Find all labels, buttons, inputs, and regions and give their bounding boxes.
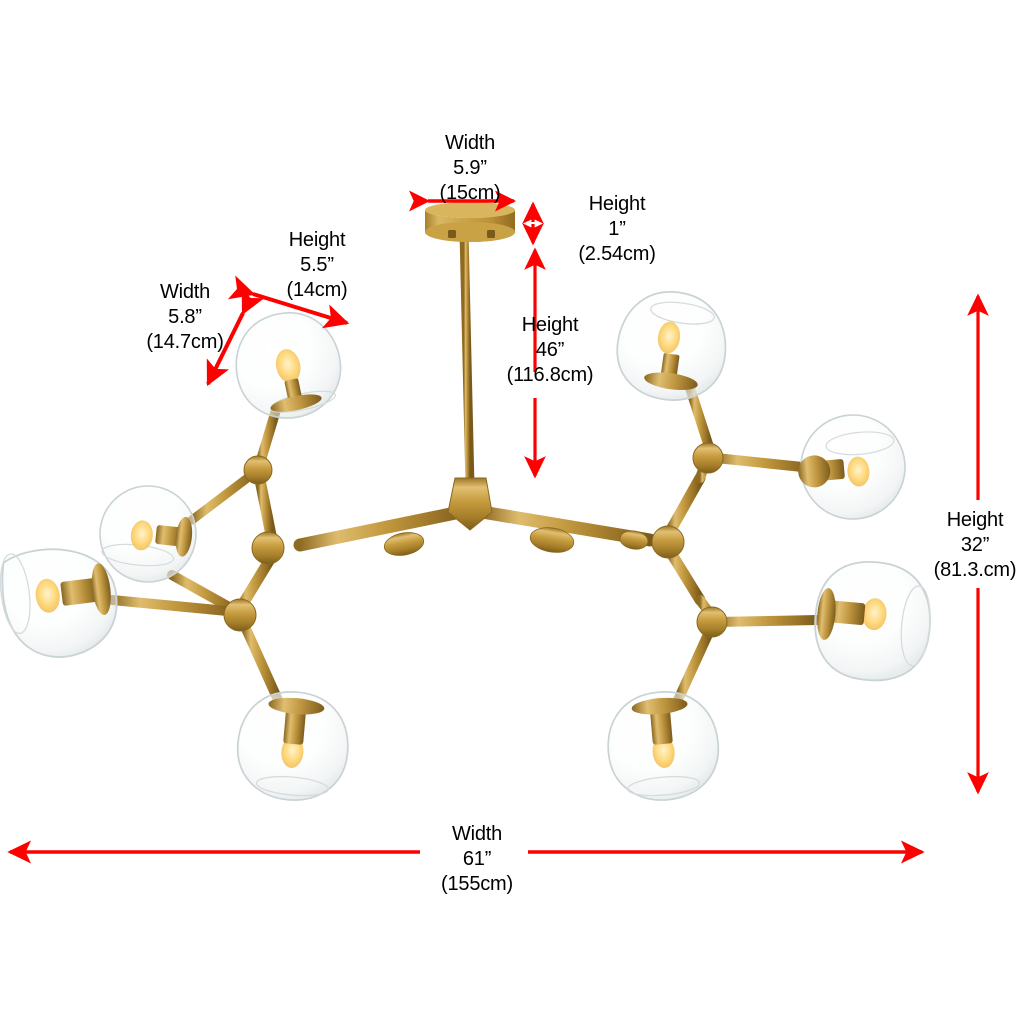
arm-right-to-globe-out [711,453,817,473]
shade-height-metric: (14cm) [286,279,348,301]
canopy-screw-left [448,230,456,238]
overall-width-inches: 61” [462,848,492,870]
glass-rim [650,301,715,325]
overall-height-inches: 32” [960,534,990,556]
hub-node-left [251,531,285,565]
shade-width-inches: 5.8” [168,306,202,328]
shade-height-label: Height 5.5” (14cm) [253,228,381,303]
socket-collar [798,455,831,488]
socket [650,707,673,745]
arm-left-far-globe [107,595,243,617]
canopy-screw-right [487,230,495,238]
globe-mid-right-out [798,414,906,520]
globe-mid-left-in [99,485,197,583]
shade-width-title: Width [159,281,211,303]
arrow-shade-height [227,275,350,329]
connector-right2 [619,530,649,550]
central-y-hub [447,477,493,531]
hub-node-left2 [243,455,273,485]
socket-collar [91,563,111,615]
arm-left-lower-globe [238,617,283,705]
arm-connectors [383,527,649,556]
hub-node-right3 [696,606,728,638]
bulb [35,578,60,613]
shade-width-label: Width 5.8” (14.7cm) [120,280,250,355]
socket [827,600,866,626]
globe-far-left [0,548,118,658]
overall-width-metric: (155cm) [441,873,513,895]
drop-height-title: Height [521,314,579,336]
canopy-height-label: Height 1” (2.54cm) [547,192,687,267]
canopy-width-metric: (15cm) [439,182,501,204]
glass-rim [627,775,701,797]
canopy-height-metric: (2.54cm) [578,243,656,265]
canopy-width-label: Width 5.9” (15cm) [405,131,535,206]
bulb [862,598,887,631]
globe-top-right [616,291,727,401]
socket-collar [268,697,325,715]
hub-junctions [223,442,728,638]
socket-collar [175,516,193,557]
bulb [130,520,153,551]
arm-structure [107,227,823,705]
arm-right-to-globe-lower [673,625,715,705]
globes-group [0,291,931,801]
socket [60,578,99,606]
socket-collar [631,697,688,715]
drop-rod [459,227,475,492]
canopy-height-title: Height [588,193,646,215]
overall-width-label: Width 61” (155cm) [412,822,542,897]
bulb [657,321,681,354]
socket [660,353,680,379]
drop-height-inches: 46” [535,339,565,361]
overall-height-label: Height 32” (81.3.cm) [920,508,1025,583]
fixture-group [0,202,931,801]
glass-rim [0,553,31,635]
canopy-height-inches: 1” [608,218,626,240]
bulb [275,349,301,383]
connector-right [529,527,575,553]
connector-left [383,532,425,556]
globe-lower-left [237,691,349,801]
hub-node-right [651,525,685,559]
hub-node-left3 [223,598,257,632]
arm-right-up [662,472,706,541]
glass-rim [825,431,895,456]
drop-height-metric: (116.8cm) [506,364,594,386]
canopy-width-title: Width [444,132,496,154]
shade-height-inches: 5.5” [300,254,334,276]
shade-width-metric: (14.7cm) [146,331,224,353]
glass-rim [900,585,931,667]
drop-height-label: Height 46” (116.8cm) [470,313,630,388]
globe-far-right [814,560,931,682]
arm-hub-left [293,503,477,552]
shade-height-title: Height [288,229,346,251]
arm-right-to-globe-far [711,615,823,627]
socket-collar [270,394,322,412]
canopy-width-inches: 5.9” [453,157,487,179]
socket-collar [817,588,836,640]
socket-collar [644,372,698,390]
arrow-shade-width [206,287,265,387]
arm-right-to-globe-top [685,383,715,455]
overall-height-title: Height [946,509,1004,531]
glass-shade [1,548,118,658]
overall-height-metric: (81.3.cm) [933,559,1017,581]
hub-node-right2 [692,442,724,474]
socket [283,707,306,745]
globe-lower-right [607,691,719,801]
bulb [847,456,870,487]
overall-width-title: Width [451,823,503,845]
glass-rim [255,775,329,797]
